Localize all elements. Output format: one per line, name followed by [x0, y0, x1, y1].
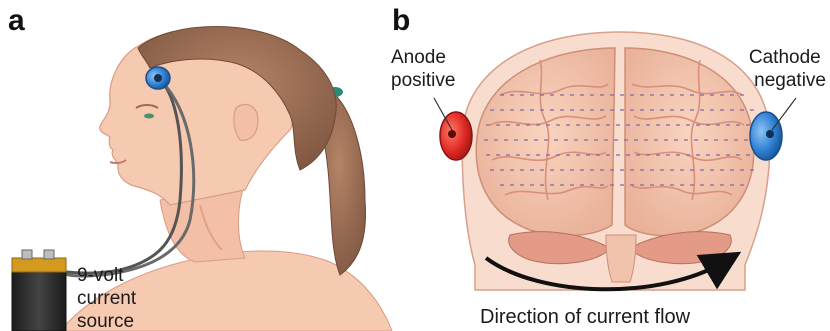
panel-letter-a: a — [8, 4, 25, 37]
anode-label-line-1: Anode — [391, 47, 446, 68]
flow-label: Direction of current flow — [480, 306, 691, 328]
anode-label-line-2: positive — [391, 70, 455, 91]
forehead-electrode-icon — [146, 67, 170, 89]
cathode-pointer — [772, 98, 796, 130]
anode-label: Anode positive — [391, 47, 455, 91]
cathode-label-line-1: Cathode — [749, 47, 821, 68]
ear — [234, 104, 258, 140]
battery-label-line-1: 9-volt — [77, 265, 124, 286]
battery-icon — [12, 250, 66, 331]
cathode-electrode-icon — [750, 112, 782, 160]
cathode-label: Cathode negative — [749, 47, 826, 91]
cathode-label-line-2: negative — [754, 70, 826, 91]
battery-label-line-3: source — [77, 311, 134, 331]
eye — [144, 114, 154, 119]
brainstem — [606, 235, 636, 282]
anode-electrode-icon — [440, 112, 472, 160]
battery-label: 9-volt current source — [77, 265, 141, 331]
panel-b: b — [391, 4, 826, 328]
panel-a: a 9-v — [8, 4, 392, 331]
battery-label-line-2: current — [77, 288, 137, 309]
panel-letter-b: b — [392, 4, 410, 37]
